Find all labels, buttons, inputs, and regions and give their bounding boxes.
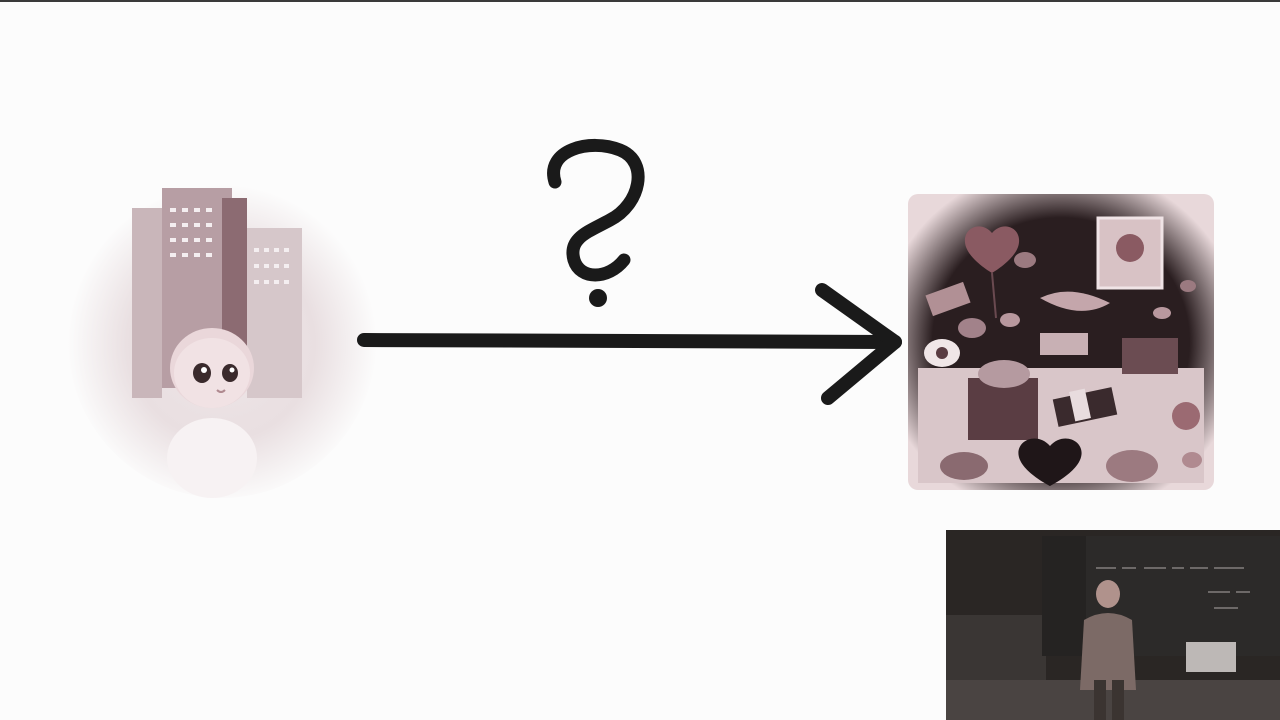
question-arrow-drawing [340,120,920,420]
question-dot-icon [589,289,607,307]
slide-top-border [0,0,1280,2]
lecturer-video-inset [946,530,1280,720]
question-mark-icon [547,138,645,282]
objects-collage-image [900,188,1222,496]
baby-illustration [62,168,382,498]
arrow-right-icon [357,283,902,405]
